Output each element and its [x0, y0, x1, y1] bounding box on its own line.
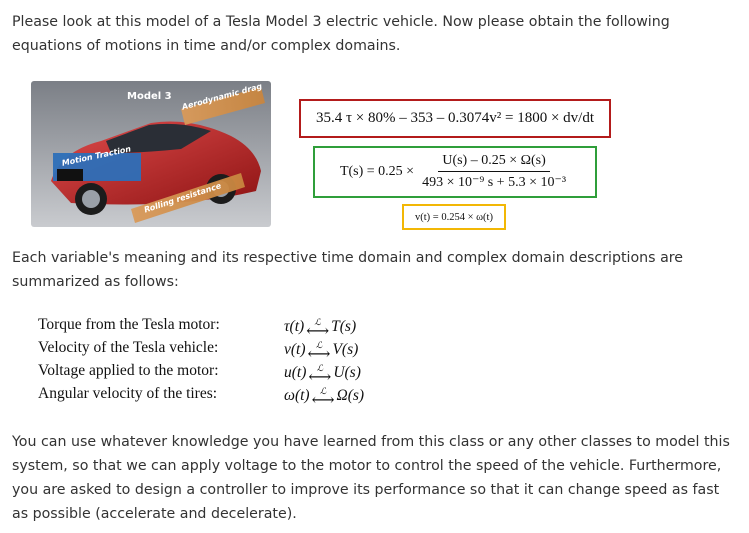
transform-pair: u(t) ℒ⟷ U(s): [284, 362, 361, 386]
equation-fraction: U(s) – 0.25 × Ω(s) 493 × 10⁻⁹ s + 5.3 × …: [418, 153, 570, 191]
equation-text: v(t) = 0.254 × ω(t): [415, 211, 493, 223]
summary-intro-paragraph: Each variable's meaning and its respecti…: [12, 250, 684, 290]
complex-domain-symbol: V(s): [332, 341, 359, 358]
variable-label: Voltage applied to the motor:: [38, 362, 219, 379]
fraction-numerator: U(s) – 0.25 × Ω(s): [438, 153, 550, 172]
torque-transfer-equation: T(s) = 0.25 × U(s) – 0.25 × Ω(s) 493 × 1…: [313, 146, 597, 198]
laplace-arrow-icon: ℒ⟷: [308, 363, 332, 386]
laplace-symbol: ℒ: [314, 317, 321, 327]
time-domain-symbol: τ(t): [284, 318, 305, 335]
transform-pair: τ(t) ℒ⟷ T(s): [284, 316, 357, 340]
time-domain-symbol: u(t): [284, 364, 307, 381]
car-illustration: [31, 81, 271, 227]
equation-text: 35.4 τ × 80% – 353 – 0.3074v² = 1800 × d…: [316, 110, 594, 126]
model-label: Model 3: [127, 91, 172, 102]
force-balance-equation: 35.4 τ × 80% – 353 – 0.3074v² = 1800 × d…: [299, 99, 611, 138]
transform-pair: v(t) ℒ⟷ V(s): [284, 339, 359, 363]
variable-label: Velocity of the Tesla vehicle:: [38, 339, 219, 356]
laplace-symbol: ℒ: [315, 340, 323, 350]
time-domain-symbol: ω(t): [284, 387, 310, 404]
transform-pair: ω(t) ℒ⟷ Ω(s): [284, 385, 365, 409]
velocity-relation-equation: v(t) = 0.254 × ω(t): [402, 204, 506, 230]
laplace-symbol: ℒ: [316, 363, 324, 373]
complex-domain-symbol: Ω(s): [336, 387, 365, 404]
time-domain-symbol: v(t): [284, 341, 306, 358]
laplace-arrow-icon: ℒ⟷: [306, 317, 330, 340]
complex-domain-symbol: T(s): [331, 318, 357, 335]
tesla-model3-figure: Model 3 Aerodynamic drag Motion Traction…: [31, 81, 271, 227]
complex-domain-symbol: U(s): [333, 364, 361, 381]
laplace-symbol: ℒ: [319, 386, 327, 396]
intro-paragraph: Please look at this model of a Tesla Mod…: [12, 14, 670, 54]
fraction-denominator: 493 × 10⁻⁹ s + 5.3 × 10⁻³: [422, 175, 567, 190]
equation-lhs: T(s) = 0.25 ×: [339, 164, 415, 179]
closing-paragraph: You can use whatever knowledge you have …: [12, 434, 730, 522]
laplace-arrow-icon: ℒ⟷: [307, 340, 331, 363]
variable-label: Torque from the Tesla motor:: [38, 316, 220, 333]
variable-label: Angular velocity of the tires:: [38, 385, 218, 402]
laplace-arrow-icon: ℒ⟷: [311, 386, 335, 409]
